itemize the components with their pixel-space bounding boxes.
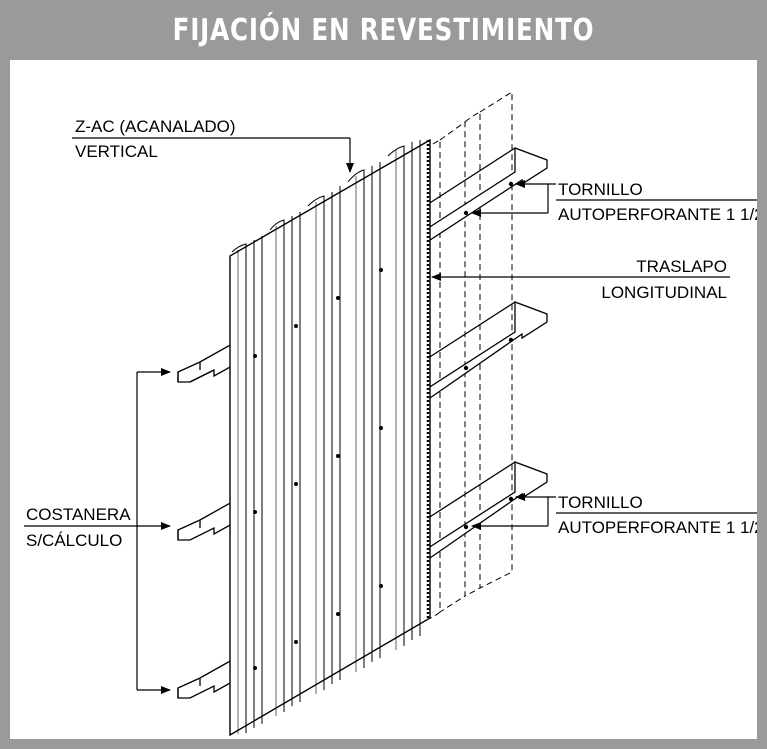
corrugated-panel [229,138,431,737]
screw-bottom-line2: AUTOPERFORANTE 1 1/2” [558,518,757,537]
drawing-area: Z-AC (ACANALADO) VERTICAL TORNILLO AUTOP… [10,60,757,739]
panel-label-line1: Z-AC (ACANALADO) [75,117,236,136]
overlap-line1: TRASLAPO [636,257,727,276]
panel-label: Z-AC (ACANALADO) VERTICAL [72,117,354,173]
screw-bottom-label: TORNILLO AUTOPERFORANTE 1 1/2” [471,493,757,537]
panel-label-line2: VERTICAL [75,142,158,161]
cladding-drawing: Z-AC (ACANALADO) VERTICAL TORNILLO AUTOP… [24,91,757,737]
screw-top-line2: AUTOPERFORANTE 1 1/2” [558,205,757,224]
purlin-line2: S/CÁLCULO [26,531,122,550]
screw-top-line1: TORNILLO [558,180,643,199]
purlin-left-top [177,342,233,383]
diagram-title: FIJACIÓN EN REVESTIMIENTO [172,12,595,48]
purlin-right-top [420,147,548,247]
purlin-left-middle [177,500,233,541]
dashed-panel-outline [424,91,513,621]
purlin-label: COSTANERA S/CÁLCULO [24,368,171,694]
overlap-label: TRASLAPO LONGITUDINAL [431,257,730,302]
screw-top-label: TORNILLO AUTOPERFORANTE 1 1/2” [471,180,757,224]
purlin-line1: COSTANERA [26,505,131,524]
purlin-left-bottom [177,658,233,699]
purlin-right-middle [420,301,548,405]
screw-dots-right [463,181,514,530]
screw-bottom-line1: TORNILLO [558,493,643,512]
purlin-right-bottom [420,461,548,565]
overlap-line2: LONGITUDINAL [601,283,727,302]
